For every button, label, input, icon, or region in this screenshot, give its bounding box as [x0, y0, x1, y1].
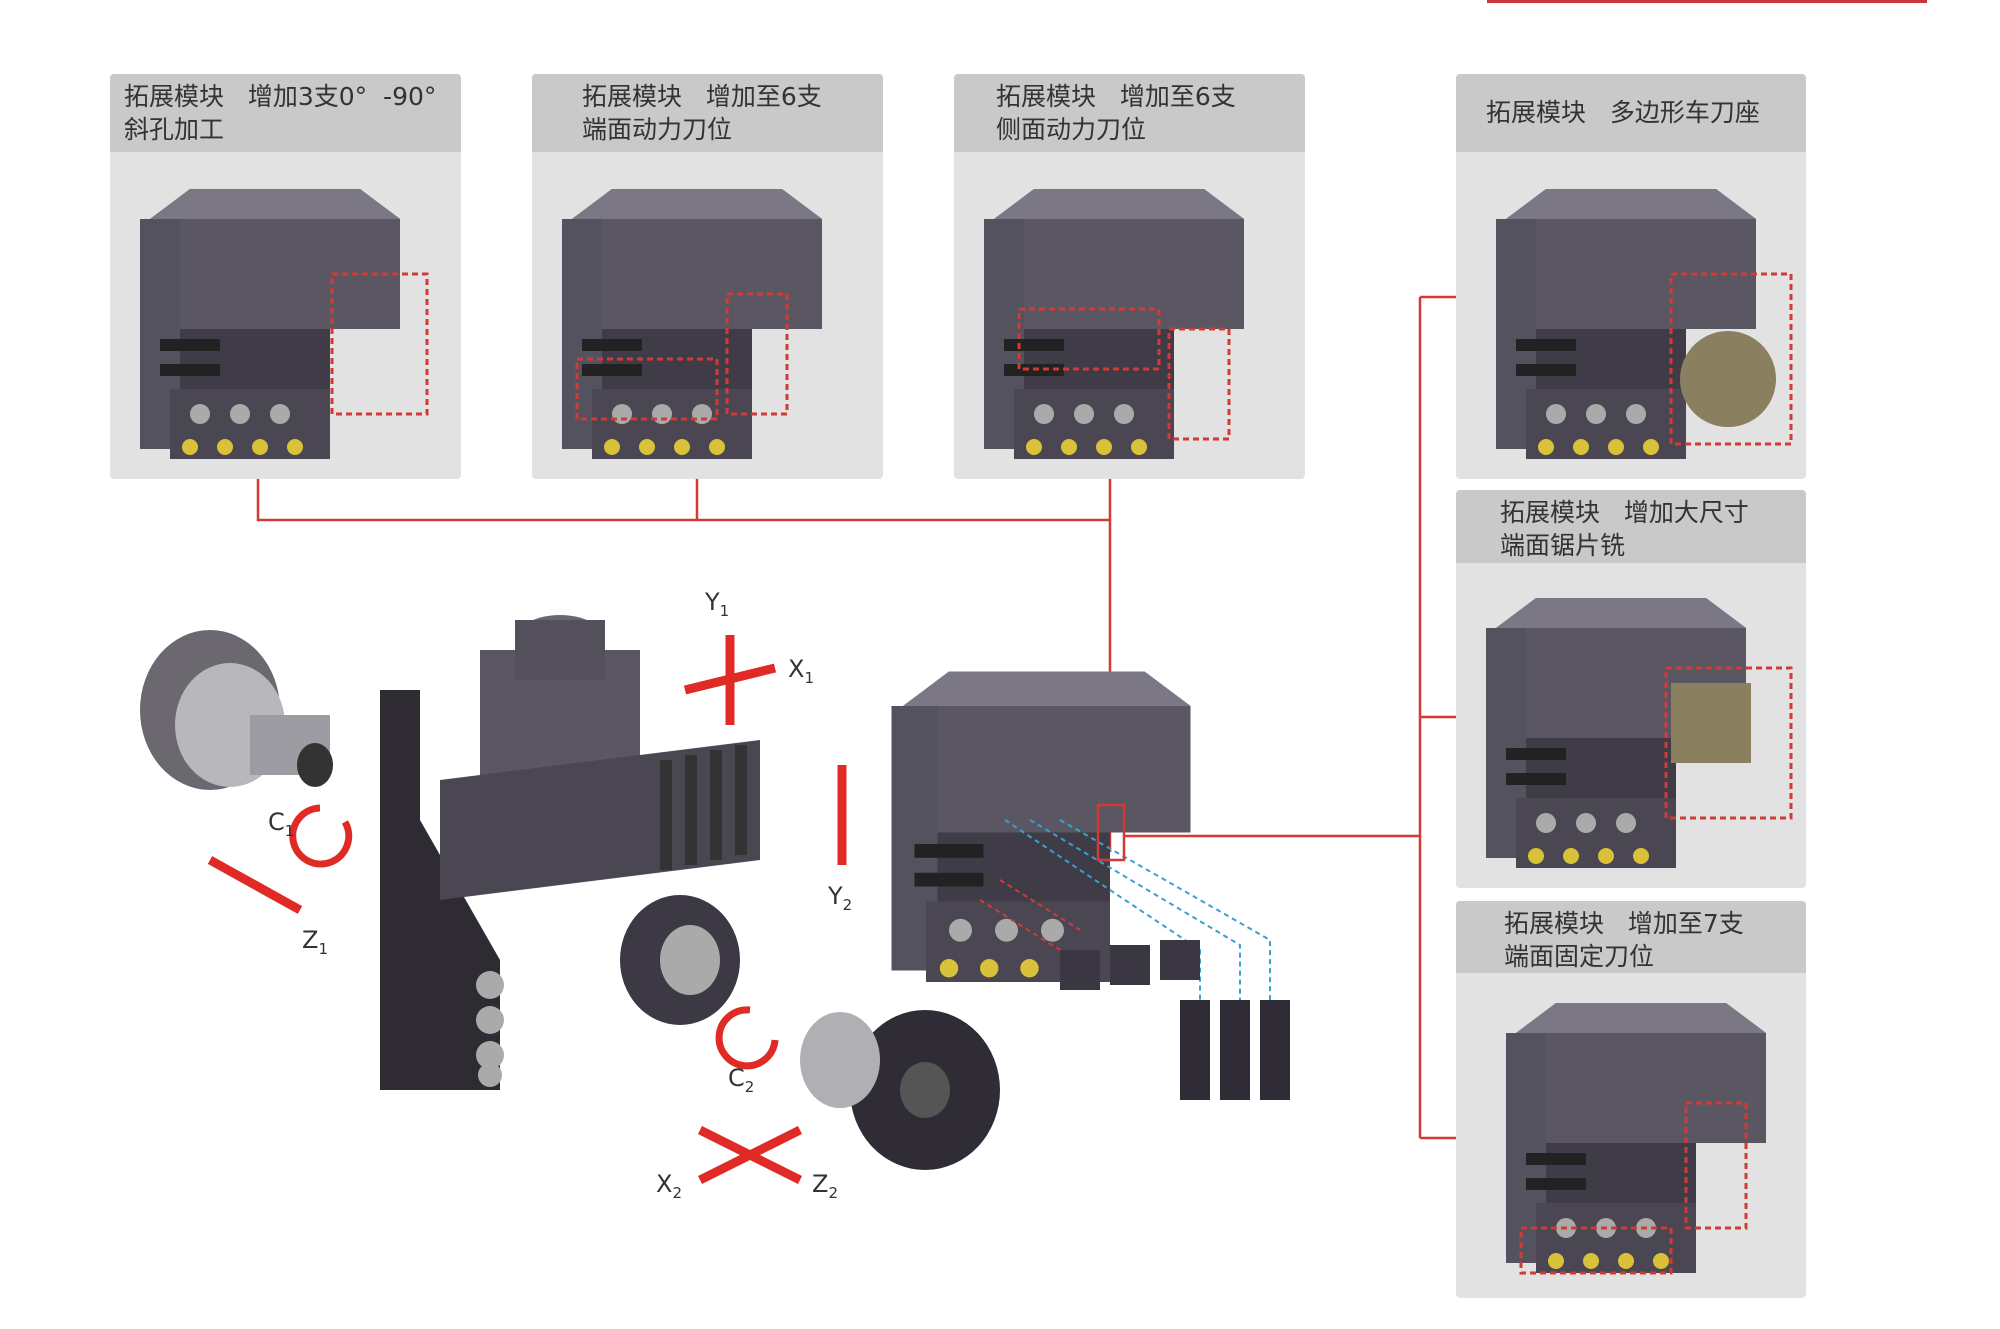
- module-panel-end-live-tools: 拓展模块 增加至6支端面动力刀位: [532, 74, 883, 479]
- module-title: 拓展模块 增加至6支: [996, 82, 1236, 111]
- turret-module-image: [1506, 1003, 1766, 1275]
- module-panel-polygon-tool-holder: 拓展模块 多边形车刀座: [1456, 74, 1806, 479]
- module-subtitle: 端面固定刀位: [1504, 942, 1655, 971]
- turret-module-image: [562, 189, 822, 459]
- axis-label-z2: Z2: [812, 1170, 838, 1202]
- module-panel-angled-drilling: 拓展模块 增加3支0° -90° 斜孔加工: [110, 74, 461, 479]
- axis-label-y1: Y1: [705, 588, 730, 620]
- axis-label-c1: C1: [268, 808, 295, 840]
- spindle-1: [140, 630, 333, 790]
- turret-module-image: [984, 189, 1244, 459]
- module-subtitle: 端面动力刀位: [582, 115, 733, 144]
- axis-label-x2: X2: [656, 1170, 682, 1202]
- module-title: 拓展模块 增加3支0° -90°: [124, 82, 437, 111]
- module-subtitle: 斜孔加工: [124, 115, 225, 144]
- module-panel-fixed-end-tools: 拓展模块 增加至7支端面固定刀位: [1456, 901, 1806, 1298]
- spindle-2-small: [620, 895, 740, 1025]
- axis-label-y2: Y2: [828, 882, 853, 914]
- module-panel-saw-milling: 拓展模块 增加大尺寸端面锯片铣: [1456, 490, 1806, 888]
- module-subtitle: 端面锯片铣: [1500, 531, 1626, 560]
- top-accent-line: [1487, 0, 1927, 3]
- axis-label-c2: C2: [728, 1064, 755, 1096]
- module-title: 拓展模块 增加至6支: [582, 82, 822, 111]
- module-title: 拓展模块 多边形车刀座: [1486, 98, 1760, 127]
- module-title: 拓展模块 增加大尺寸: [1500, 498, 1749, 527]
- spindle-2: [800, 1010, 1000, 1170]
- axis-label-x1: X1: [788, 655, 814, 687]
- axis-label-z1: Z1: [302, 926, 328, 958]
- turret-module-image: [1496, 189, 1793, 459]
- module-subtitle: 侧面动力刀位: [996, 115, 1147, 144]
- turret-1: [380, 615, 760, 1090]
- module-title: 拓展模块 增加至7支: [1504, 909, 1744, 938]
- turret-module-image: [1486, 598, 1793, 868]
- turret-module-image: [140, 189, 429, 459]
- module-panel-side-live-tools: 拓展模块 增加至6支侧面动力刀位: [954, 74, 1305, 479]
